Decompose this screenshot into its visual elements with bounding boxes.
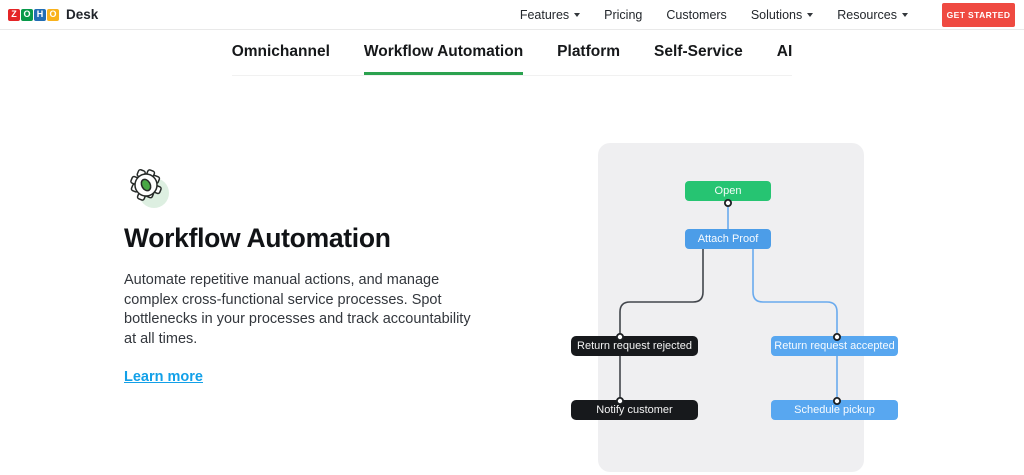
logo-block-o1: O <box>21 8 33 21</box>
nav-features[interactable]: Features <box>519 7 581 22</box>
nav-resources[interactable]: Resources <box>837 8 908 22</box>
node-attach-proof[interactable]: Attach Proof <box>685 229 771 249</box>
get-started-button[interactable]: GET STARTED <box>942 2 1015 27</box>
feature-tabs: Omnichannel Workflow Automation Platform… <box>231 30 793 76</box>
nav-solutions-label: Solutions <box>750 7 803 22</box>
logo-block-o2: O <box>47 8 59 21</box>
chevron-down-icon <box>574 12 581 17</box>
node-return-request-rejected[interactable]: Return request rejected <box>571 336 698 356</box>
node-schedule-pickup[interactable]: Schedule pickup <box>771 400 898 420</box>
node-return-request-accepted[interactable]: Return request accepted <box>771 336 898 356</box>
nav-resources-label: Resources <box>837 7 897 22</box>
nav-customers-label: Customers <box>666 7 727 22</box>
tab-platform[interactable]: Platform <box>557 43 621 60</box>
logo-block-h: H <box>34 8 46 21</box>
feature-tab-bar: Omnichannel Workflow Automation Platform… <box>0 30 1024 76</box>
nav-solutions[interactable]: Solutions <box>750 7 814 22</box>
nav-customers[interactable]: Customers <box>666 8 726 22</box>
tab-omnichannel[interactable]: Omnichannel <box>231 43 330 60</box>
nav-pricing[interactable]: Pricing <box>604 8 642 22</box>
zoho-desk-logo[interactable]: Z O H O Desk <box>8 7 98 22</box>
gear-icon <box>124 164 174 214</box>
tab-workflow-automation[interactable]: Workflow Automation <box>363 43 524 75</box>
feature-intro: Workflow Automation Automate repetitive … <box>124 164 484 386</box>
nav-pricing-label: Pricing <box>604 7 643 22</box>
product-name: Desk <box>66 7 99 22</box>
page-title: Workflow Automation <box>124 223 391 253</box>
node-open[interactable]: Open <box>685 181 771 201</box>
logo-block-z: Z <box>8 8 20 21</box>
node-notify-customer[interactable]: Notify customer <box>571 400 698 420</box>
main-nav: Features Pricing Customers Solutions Res… <box>519 2 1015 27</box>
tab-self-service[interactable]: Self-Service <box>654 43 743 60</box>
nav-features-label: Features <box>519 7 570 22</box>
learn-more-link[interactable]: Learn more <box>124 369 203 385</box>
chevron-down-icon <box>807 12 814 17</box>
hero-section: Workflow Automation Automate repetitive … <box>0 76 1024 475</box>
tab-ai[interactable]: AI <box>776 43 793 60</box>
feature-description: Automate repetitive manual actions, and … <box>124 272 471 347</box>
top-nav-bar: Z O H O Desk Features Pricing Customers … <box>0 0 1024 30</box>
chevron-down-icon <box>902 12 908 17</box>
